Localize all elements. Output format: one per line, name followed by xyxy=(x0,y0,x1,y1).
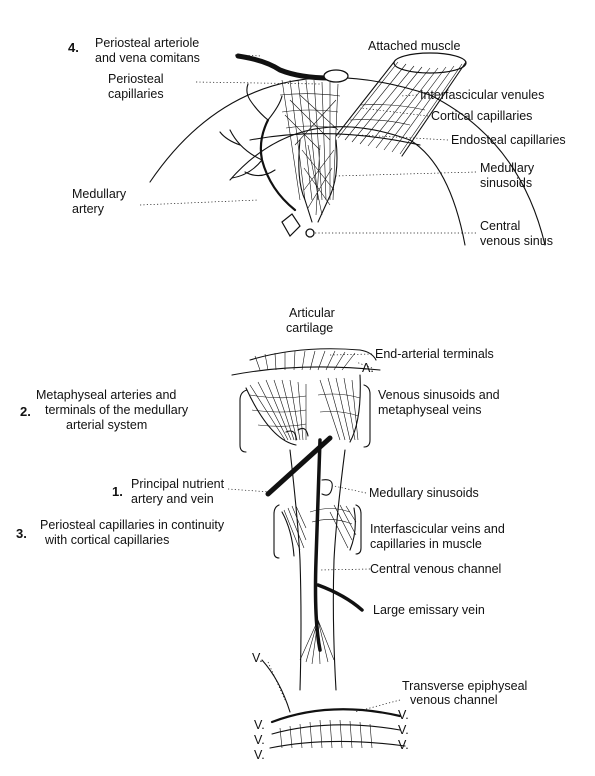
bone-outer-arc xyxy=(149,77,546,246)
label-venous-sinusoids-2: metaphyseal veins xyxy=(378,403,482,417)
label-medullary-sinusoids-1: Medullary xyxy=(480,161,535,175)
bracket-periosteal xyxy=(273,504,280,559)
label-nutrient-2: artery and vein xyxy=(131,492,214,506)
label-nutrient-1: Principal nutrient xyxy=(131,477,225,491)
label-transverse-2: venous channel xyxy=(410,693,498,707)
label-central-venous-sinus-2: venous sinus xyxy=(480,234,553,248)
label-v-right-2: V. xyxy=(398,723,409,737)
label-medullary-sinusoids-bottom: Medullary sinusoids xyxy=(369,486,479,500)
label-periosteal-capillaries-2: capillaries xyxy=(108,87,164,101)
label-v-left-1: V. xyxy=(254,718,265,732)
label-vena-comitans: and vena comitans xyxy=(95,51,200,65)
large-emissary-vein xyxy=(316,583,364,612)
label-v-right-3: V. xyxy=(398,738,409,752)
label-v-marker-top: V. xyxy=(252,651,263,665)
central-venous-channel xyxy=(313,438,322,652)
shaft-right-wall xyxy=(332,449,346,691)
transverse-epiphyseal-channel xyxy=(270,708,402,724)
periosteal-capillaries xyxy=(281,505,307,557)
label-metaphyseal-1: Metaphyseal arteries and xyxy=(36,388,176,402)
label-a-marker: A. xyxy=(362,361,374,375)
figure-number-2: 2. xyxy=(20,404,31,419)
label-transverse-1: Transverse epiphyseal xyxy=(402,679,527,693)
metaphyseal-arteries xyxy=(245,379,307,446)
epiphyseal-vein-left xyxy=(261,659,291,713)
articular-cartilage xyxy=(249,348,377,361)
medullary-artery-tree xyxy=(219,83,297,212)
label-periosteal-1: Periosteal capillaries in continuity xyxy=(40,518,225,532)
label-endosteal-capillaries: Endosteal capillaries xyxy=(451,133,566,147)
bracket-venous xyxy=(363,384,371,448)
label-metaphyseal-2: terminals of the medullary xyxy=(45,403,189,417)
epiphyseal-plate xyxy=(279,719,373,749)
label-articular-cartilage-1: Articular xyxy=(289,306,335,320)
label-v-right-1: V. xyxy=(398,708,409,722)
figure-number-3: 3. xyxy=(16,526,27,541)
attached-muscle xyxy=(335,52,467,157)
bracket-interfascicular xyxy=(355,504,362,555)
label-periosteal-2: with cortical capillaries xyxy=(44,533,169,547)
label-large-emissary-vein: Large emissary vein xyxy=(373,603,485,617)
medullary-artery-stump xyxy=(281,213,301,237)
label-medullary-artery-1: Medullary xyxy=(72,187,127,201)
label-interfascicular-1: Interfascicular veins and xyxy=(370,522,505,536)
label-cortical-capillaries: Cortical capillaries xyxy=(431,109,532,123)
end-arterial-terminals xyxy=(254,350,356,371)
shaft-left-wall xyxy=(289,449,302,691)
periosteal-capillary-bed xyxy=(279,79,341,201)
label-v-left-2: V. xyxy=(254,733,265,747)
bracket-metaphyseal xyxy=(239,389,248,453)
label-metaphyseal-3: arterial system xyxy=(66,418,147,432)
medullary-sinusoid-column xyxy=(298,139,338,223)
label-interfascicular-venules: Interfascicular venules xyxy=(420,88,544,102)
medullary-sinusoids xyxy=(285,427,333,496)
label-medullary-sinusoids-2: sinusoids xyxy=(480,176,532,190)
label-central-venous-sinus-1: Central xyxy=(480,219,520,233)
label-medullary-artery-2: artery xyxy=(72,202,105,216)
cortical-circulation-diagram: 4. Periosteal arteriole and vena comitan… xyxy=(68,36,566,248)
periosteal-arteriole-vessel xyxy=(235,53,333,81)
long-bone-circulation-diagram: Articular cartilage End-arterial termina… xyxy=(16,306,527,762)
endosteal-capillaries xyxy=(249,133,421,146)
label-articular-cartilage-2: cartilage xyxy=(286,321,333,335)
label-v-left-3: V. xyxy=(254,748,265,762)
interfascicular-veins xyxy=(309,504,357,551)
label-central-venous-channel: Central venous channel xyxy=(370,562,501,576)
central-venous-sinus-end xyxy=(305,228,315,238)
label-periosteal-capillaries-1: Periosteal xyxy=(108,72,164,86)
label-venous-sinusoids-1: Venous sinusoids and xyxy=(378,388,500,402)
label-end-arterial-terminals: End-arterial terminals xyxy=(375,347,494,361)
bone-inner-arc xyxy=(229,126,466,246)
label-interfascicular-2: capillaries in muscle xyxy=(370,537,482,551)
label-periosteal-arteriole: Periosteal arteriole xyxy=(95,36,199,50)
venous-sinusoids-metaphyseal-veins xyxy=(317,374,361,443)
figure-number-1: 1. xyxy=(112,484,123,499)
figure-number-4: 4. xyxy=(68,40,79,55)
label-attached-muscle: Attached muscle xyxy=(368,39,460,53)
vena-comitans xyxy=(323,69,349,83)
medullary-branches-lower xyxy=(299,619,335,665)
